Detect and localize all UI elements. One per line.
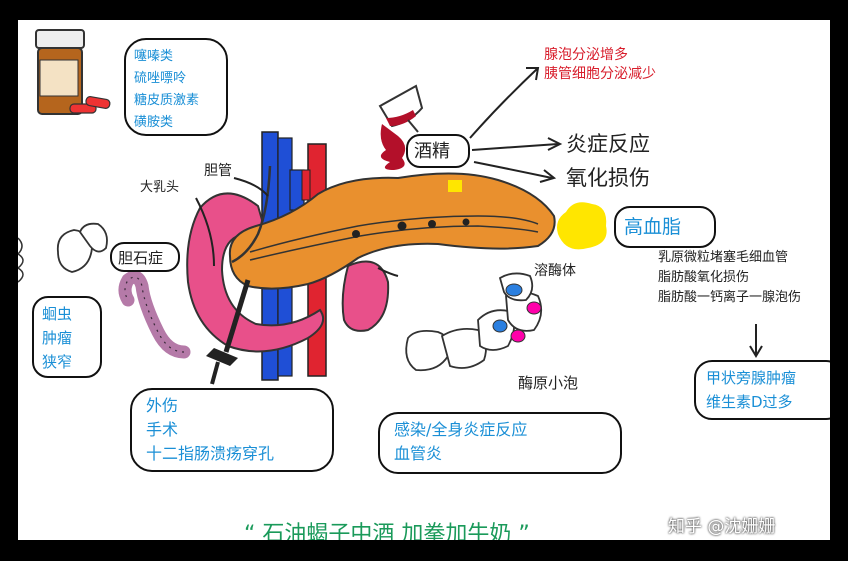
tumor-label: 肿瘤 [42, 329, 73, 347]
drugs-box: 噻嗪类 硫唑嘌呤 糖皮质激素 磺胺类 [124, 38, 228, 136]
gallstone-box: 胆石症 [110, 242, 180, 272]
drug-thiazide: 噻嗪类 [134, 49, 174, 64]
wine-glass-icon [378, 84, 424, 170]
hyperparathyroid-box: 甲状旁腺肿瘤 维生素D过多 [694, 360, 830, 420]
oxidative-label: 氧化损伤 [566, 166, 650, 190]
lipid-mechanism-2: 脂肪酸氧化损伤 [658, 270, 750, 285]
illustration-layer [18, 29, 763, 385]
trauma-box: 外伤 手术 十二指肠溃疡穿孔 [130, 388, 334, 472]
alcohol-box: 酒精 [406, 134, 470, 168]
yellow-marker [448, 180, 462, 192]
spring-icon [18, 237, 24, 283]
drug-glucocorticoid: 糖皮质激素 [134, 93, 200, 108]
lipid-label: 高血脂 [624, 216, 682, 238]
trauma-label: 外伤 [146, 396, 179, 415]
bottom-quote: “ 石油蝎子中酒 加拳加牛奶 ” [244, 522, 530, 540]
infection-label: 感染/全身炎症反应 [394, 420, 528, 439]
drug-sulfonamide: 磺胺类 [134, 115, 174, 130]
papilla-label: 大乳头 [140, 180, 180, 195]
infection-box: 感染/全身炎症反应 血管炎 [378, 412, 622, 474]
alcohol-secretion-effects: 腺泡分泌增多 胰管细胞分泌减少 [544, 46, 656, 84]
arrows [195, 67, 763, 358]
inflammation-label: 炎症反应 [566, 132, 650, 156]
gallstone-icon [56, 222, 108, 273]
duct-secretion-decrease: 胰管细胞分泌减少 [544, 66, 656, 82]
gallstone-label: 胆石症 [118, 249, 164, 267]
stenosis-label: 狭窄 [42, 353, 73, 371]
worm-label: 蛔虫 [42, 305, 73, 323]
zymogen-label: 酶原小泡 [518, 374, 579, 392]
needle-icon [206, 279, 251, 385]
lipid-mechanism-1: 乳原微粒堵塞毛细血管 [658, 250, 789, 265]
drug-azathioprine: 硫唑嘌呤 [134, 71, 187, 86]
alcohol-label: 酒精 [414, 141, 450, 162]
lysosome-label: 溶酶体 [534, 263, 576, 279]
lipid-mechanism-3: 脂肪酸一钙离子一腺泡伤 [658, 290, 802, 305]
ulcer-perforation-label: 十二指肠溃疡穿孔 [146, 444, 275, 463]
watermark: 知乎 @沈姗姗 [668, 517, 776, 537]
parathyroid-tumor-label: 甲状旁腺肿瘤 [706, 369, 797, 387]
bile-duct [231, 165, 272, 264]
lysosome-icon [492, 283, 542, 343]
acinar-secretion-increase: 腺泡分泌增多 [544, 47, 628, 63]
lipid-mechanisms: 乳原微粒堵塞毛细血管 脂肪酸氧化损伤 脂肪酸一钙离子一腺泡伤 [658, 248, 801, 308]
diagram-canvas: 噻嗪类 硫唑嘌呤 糖皮质激素 磺胺类 胆石症 蛔虫 肿瘤 狭窄 胆管 大乳头 酒… [18, 20, 830, 540]
fat-blob [557, 202, 607, 250]
worm-icon [118, 270, 191, 359]
vasculitis-label: 血管炎 [394, 444, 443, 463]
duodenum [186, 192, 324, 353]
lipid-box: 高血脂 [614, 206, 716, 248]
worm-box: 蛔虫 肿瘤 狭窄 [32, 296, 102, 378]
bile-duct-label: 胆管 [204, 163, 232, 179]
surgery-label: 手术 [146, 420, 179, 439]
vitamin-d-excess-label: 维生素D过多 [706, 393, 793, 411]
pill-bottle-icon [35, 29, 111, 115]
